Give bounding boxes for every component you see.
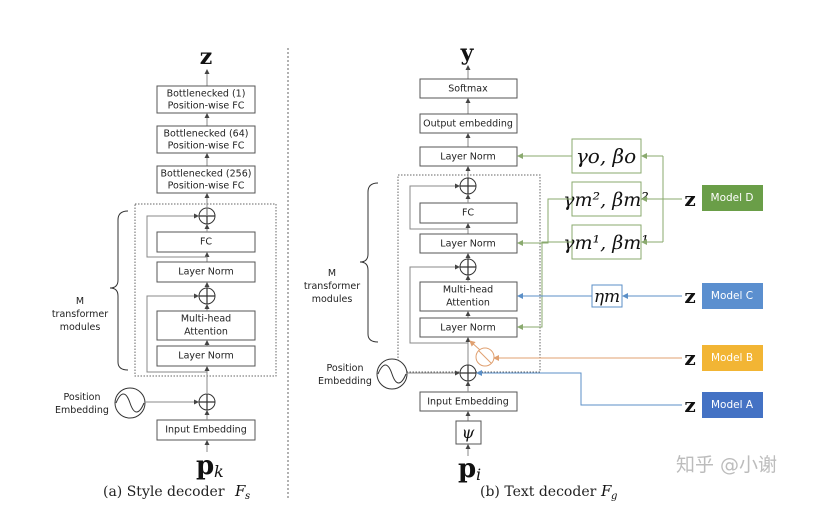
style-repeat-label-transformer: transformer bbox=[52, 309, 108, 320]
text-layer-norm-top-label: Layer Norm bbox=[440, 239, 495, 250]
style-attention-line1: Multi-head bbox=[181, 314, 231, 325]
style-position-label-2: Embedding bbox=[55, 405, 109, 416]
style-input-embedding-label: Input Embedding bbox=[165, 425, 247, 436]
style-layer-norm-top-label: Layer Norm bbox=[178, 267, 233, 278]
text-caption: (b) Text decoder bbox=[480, 484, 597, 500]
style-caption: (a) Style decoder bbox=[103, 484, 225, 500]
text-input-symbol: p bbox=[458, 454, 476, 484]
text-output-y: y bbox=[460, 40, 475, 66]
style-transformer-module bbox=[134, 203, 277, 377]
text-repeat-label-transformer: transformer bbox=[304, 281, 360, 292]
bottleneck-fc-256-line1: Bottlenecked (256) bbox=[161, 169, 252, 180]
model-a-z: z bbox=[684, 393, 695, 417]
text-caption-subscript: g bbox=[611, 491, 617, 502]
text-attention-box bbox=[419, 281, 518, 312]
model-b-label: Model B bbox=[711, 352, 753, 364]
style-fc-label: FC bbox=[200, 237, 212, 248]
model-c-label: Model C bbox=[711, 290, 753, 302]
watermark: 知乎 @小谢 bbox=[676, 454, 777, 476]
bottleneck-fc-64: Bottlenecked (64) Position-wise FC bbox=[156, 125, 256, 154]
gamma-o-beta-o-label: γo, βo bbox=[576, 144, 636, 168]
style-attention-line2: Attention bbox=[184, 327, 228, 338]
model-d-label: Model D bbox=[711, 192, 754, 204]
eta-m-label: ηm bbox=[594, 287, 620, 307]
text-repeat-label-modules: modules bbox=[312, 294, 353, 305]
text-attention-line2: Attention bbox=[446, 298, 490, 309]
text-layer-norm-bottom-label: Layer Norm bbox=[440, 323, 495, 334]
text-decoder: y Softmax Output embedding Layer Norm FC… bbox=[304, 40, 618, 502]
style-layer-norm-bottom-label: Layer Norm bbox=[178, 351, 233, 362]
bottleneck-fc-64-line2: Position-wise FC bbox=[168, 141, 245, 152]
output-layer-norm-label: Layer Norm bbox=[440, 152, 495, 163]
models: z Model D z Model C z Model B z Model A bbox=[684, 185, 763, 418]
model-d-badge bbox=[702, 185, 763, 211]
text-repeat-label-m: M bbox=[328, 268, 336, 279]
model-a-badge bbox=[702, 392, 763, 418]
bottleneck-fc-1-line2: Position-wise FC bbox=[168, 101, 245, 112]
text-position-label-2: Embedding bbox=[318, 376, 372, 387]
text-caption-symbol: F bbox=[600, 482, 612, 500]
text-attention-line1: Multi-head bbox=[443, 285, 493, 296]
model-b-badge bbox=[702, 345, 763, 371]
softmax-label: Softmax bbox=[448, 84, 488, 95]
bottleneck-fc-256-line2: Position-wise FC bbox=[168, 181, 245, 192]
model-b-z: z bbox=[684, 346, 695, 370]
text-fc-label: FC bbox=[462, 208, 474, 219]
text-input-subscript: i bbox=[476, 465, 481, 484]
gamma-m1-beta-m1-label: γm¹, βm¹ bbox=[563, 232, 649, 254]
text-input-embedding-label: Input Embedding bbox=[427, 397, 509, 408]
style-caption-symbol: F bbox=[234, 482, 246, 500]
model-c-z: z bbox=[684, 284, 695, 308]
model-a-label: Model A bbox=[711, 399, 754, 411]
style-input-subscript: k bbox=[214, 462, 224, 481]
text-transformer-module bbox=[397, 174, 541, 373]
style-caption-subscript: s bbox=[245, 491, 250, 502]
style-input-symbol: p bbox=[196, 451, 214, 481]
conditioning-params: γo, βo γm², βm² γm¹, βm¹ ηm bbox=[469, 138, 682, 406]
style-output-z: z bbox=[200, 44, 213, 70]
text-position-label-1: Position bbox=[327, 363, 364, 374]
style-position-label-1: Position bbox=[64, 392, 101, 403]
style-repeat-label-modules: modules bbox=[60, 322, 101, 333]
style-decoder: z Bottlenecked (1) Position-wise FC Bott… bbox=[52, 44, 277, 502]
bottleneck-fc-1: Bottlenecked (1) Position-wise FC bbox=[156, 85, 256, 114]
style-repeat-label-m: M bbox=[76, 296, 84, 307]
bottleneck-fc-1-line1: Bottlenecked (1) bbox=[167, 89, 246, 100]
style-repeat-brace bbox=[109, 210, 129, 371]
psi-symbol: ψ bbox=[462, 423, 475, 442]
model-d-z: z bbox=[684, 187, 695, 211]
bottleneck-fc-64-line1: Bottlenecked (64) bbox=[164, 129, 249, 140]
gamma-o-beta-o-box bbox=[571, 138, 642, 174]
text-repeat-brace bbox=[359, 182, 379, 343]
output-embedding-label: Output embedding bbox=[423, 119, 513, 130]
model-c-badge bbox=[702, 283, 763, 309]
gamma-m2-beta-m2-label: γm², βm² bbox=[563, 189, 649, 211]
bottleneck-fc-256: Bottlenecked (256) Position-wise FC bbox=[156, 165, 256, 194]
